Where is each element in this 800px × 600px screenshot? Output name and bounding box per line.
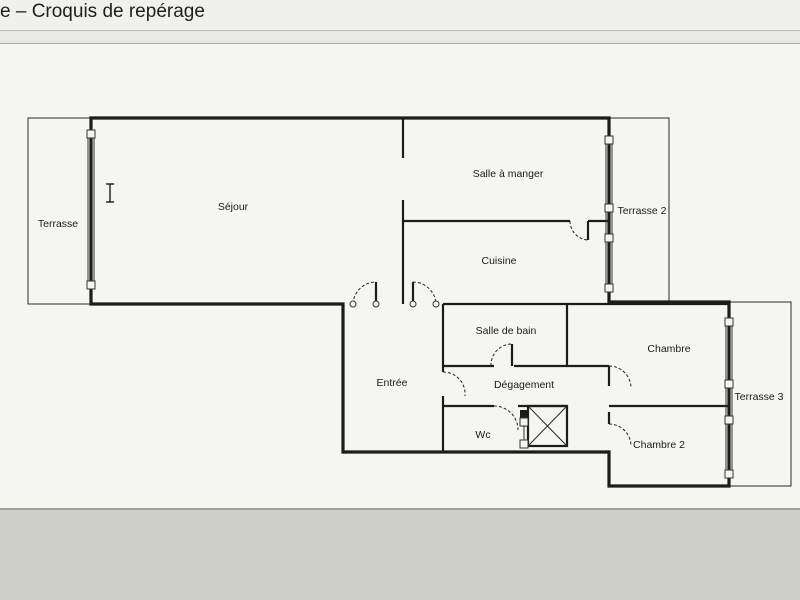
room-label-chambre: Chambre (647, 343, 690, 355)
toolbar-strip (0, 31, 800, 44)
room-label-terrasse: Terrasse (38, 218, 78, 230)
room-label-degagement: Dégagement (494, 379, 554, 391)
text-cursor-icon (106, 183, 114, 203)
room-label-cuisine: Cuisine (481, 255, 516, 267)
window-title-bar: e – Croquis de repérage (0, 0, 800, 31)
room-label-chambre-2: Chambre 2 (633, 439, 685, 451)
room-label-salle-a-manger: Salle à manger (473, 168, 544, 180)
room-label-terrasse-3: Terrasse 3 (734, 391, 783, 403)
terrasse-area (27, 117, 92, 305)
door-swings (352, 220, 632, 447)
room-label-sejour: Séjour (218, 201, 249, 213)
room-label-entree: Entrée (377, 377, 408, 389)
exterior-walls (89, 116, 731, 488)
room-label-wc: Wc (475, 429, 490, 441)
drawing-canvas[interactable]: Terrasse Séjour Salle à manger Terrasse … (0, 44, 800, 510)
bottom-panel (0, 510, 800, 600)
bay-windows (87, 132, 733, 474)
floor-plan[interactable]: Terrasse Séjour Salle à manger Terrasse … (0, 44, 800, 508)
room-label-salle-de-bain: Salle de bain (476, 325, 537, 337)
window-handles (86, 129, 734, 479)
room-label-terrasse-2: Terrasse 2 (617, 205, 666, 217)
window-title: e – Croquis de repérage (0, 1, 205, 22)
interior-walls (374, 118, 729, 452)
